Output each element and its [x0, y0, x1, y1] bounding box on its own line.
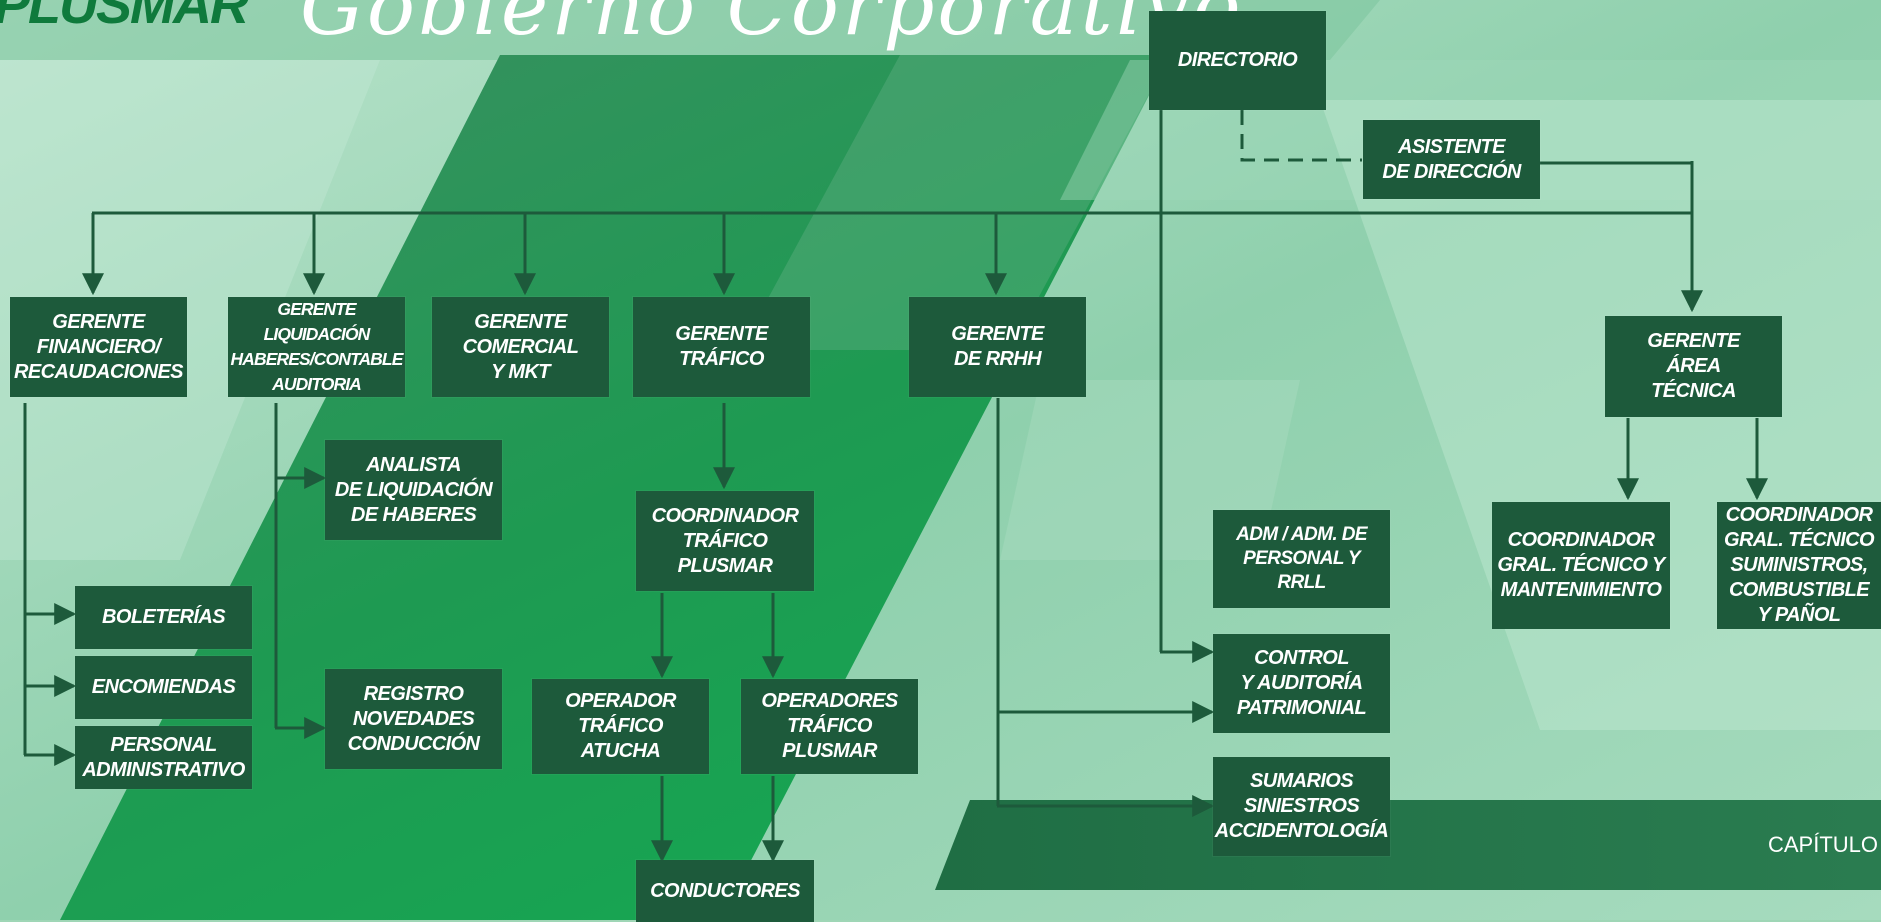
org-box-registro: REGISTRO NOVEDADES CONDUCCIÓN	[325, 669, 502, 769]
org-box-asistente: ASISTENTE DE DIRECCIÓN	[1363, 120, 1540, 199]
page-title: Gobierno Corporativo	[300, 0, 1244, 53]
org-box-gerente-financiero: GERENTE FINANCIERO/ RECAUDACIONES	[10, 297, 187, 397]
org-box-coord-mantenimiento: COORDINADOR GRAL. TÉCNICO Y MANTENIMIENT…	[1492, 502, 1670, 629]
org-box-gerente-trafico: GERENTE TRÁFICO	[633, 297, 810, 397]
org-box-gerente-rrhh: GERENTE DE RRHH	[909, 297, 1086, 397]
org-box-control: CONTROL Y AUDITORÍA PATRIMONIAL	[1213, 634, 1390, 733]
org-box-encomiendas: ENCOMIENDAS	[75, 656, 252, 719]
org-box-directorio: DIRECTORIO	[1149, 11, 1326, 110]
org-box-conductores: CONDUCTORES	[636, 860, 814, 922]
org-box-boleterias: BOLETERÍAS	[75, 586, 252, 649]
org-box-adm-personal: ADM / ADM. DE PERSONAL Y RRLL	[1213, 510, 1390, 608]
org-box-sumarios: SUMARIOS SINIESTROS ACCIDENTOLOGÍA	[1213, 757, 1390, 856]
org-box-analista: ANALISTA DE LIQUIDACIÓN DE HABERES	[325, 440, 502, 540]
org-box-gerente-comercial: GERENTE COMERCIAL Y MKT	[432, 297, 609, 397]
org-box-personal-administrativo: PERSONAL ADMINISTRATIVO	[75, 726, 252, 789]
org-box-coordinador-trafico: COORDINADOR TRÁFICO PLUSMAR	[636, 491, 814, 591]
org-box-operador-atucha: OPERADOR TRÁFICO ATUCHA	[532, 679, 709, 774]
org-box-gerente-tecnica: GERENTE ÁREA TÉCNICA	[1605, 316, 1782, 417]
org-box-coord-suministros: COORDINADOR GRAL. TÉCNICO SUMINISTROS, C…	[1717, 502, 1881, 629]
org-box-operadores-plusmar: OPERADORES TRÁFICO PLUSMAR	[741, 679, 918, 774]
brand-logo: PLUSMAR	[0, 0, 249, 35]
chapter-label: CAPÍTULO 2	[1768, 832, 1881, 857]
org-box-gerente-liquidacion: GERENTE LIQUIDACIÓN HABERES/CONTABLE AUD…	[228, 297, 405, 397]
